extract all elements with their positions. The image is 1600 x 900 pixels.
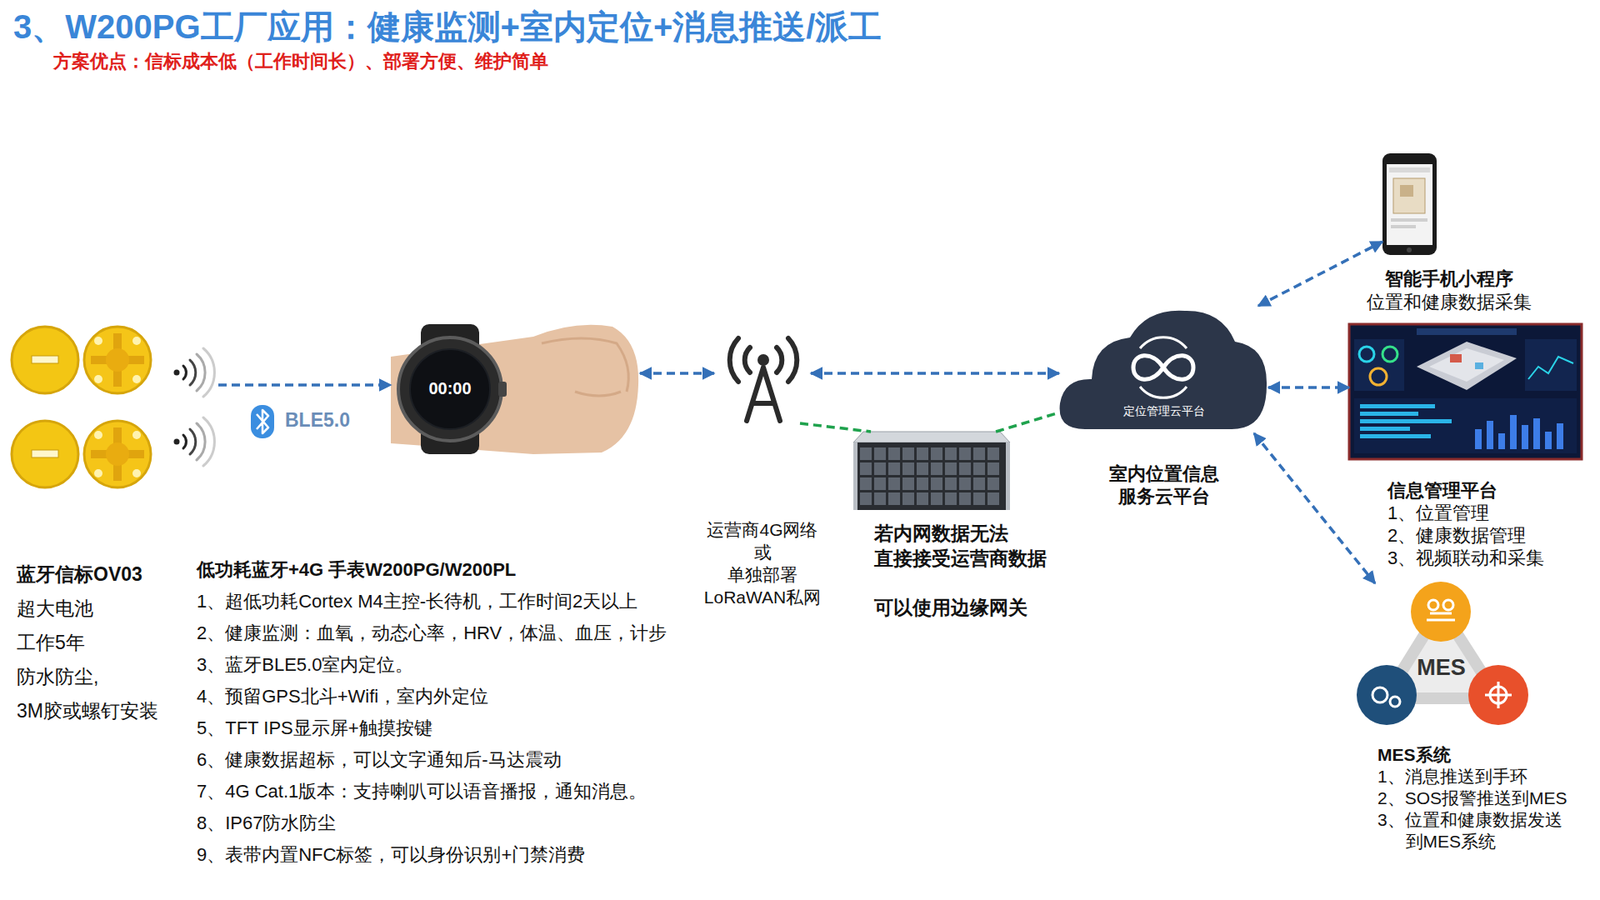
dashed-connector	[1254, 433, 1375, 584]
node-text: 6、健康数据超标，可以文字通知后-马达震动	[196, 744, 697, 776]
network-node: 运营商4G网络或单独部署LoRaWAN私网	[714, 336, 811, 424]
node-heading: 运营商4G网络	[670, 518, 855, 541]
node-text: 1、消息推送到手环	[1377, 765, 1590, 788]
node-text: 室内位置信息 服务云平台	[1101, 462, 1227, 508]
text-group: 室内位置信息 服务云平台	[1059, 462, 1269, 508]
beacon-node: 蓝牙信标OV03超大电池工作5年防水防尘,3M胶或螺钉安装	[12, 320, 219, 494]
node-text: 或	[670, 540, 855, 564]
beacon-figure	[11, 326, 151, 488]
edge-label: BLE5.0	[285, 407, 350, 433]
node-text: 超大电池	[16, 591, 217, 626]
node-heading: 蓝牙信标OV03	[16, 557, 217, 592]
dashed-connector	[810, 371, 1060, 375]
text-group: 信息管理平台1、位置管理2、健康数据管理3、视频联动和采集	[1387, 479, 1581, 570]
node-text: 2、SOS报警推送到MES	[1377, 787, 1590, 810]
node-heading: 定位管理云平台	[1059, 403, 1269, 419]
node-text: 2、健康监测：血氧，动态心率，HRV，体温、血压，计步	[196, 617, 697, 650]
server-figure	[853, 431, 1010, 510]
dashed-connector	[995, 412, 1060, 432]
cloud-node: 定位管理云平台室内位置信息 服务云平台	[1059, 305, 1269, 434]
node-text: MES系统	[1377, 744, 1590, 766]
node-text: 9、表带内置NFC标签，可以身份识别+门禁消费	[196, 839, 697, 871]
dashed-connector	[640, 371, 715, 375]
node-text: 5、TFT IPS显示屏+触摸按键	[196, 712, 697, 745]
bluetooth-icon	[250, 405, 275, 439]
mes-figure	[1356, 581, 1529, 725]
platform-node: 信息管理平台1、位置管理2、健康数据管理3、视频联动和采集	[1349, 324, 1582, 460]
node-heading: MES	[1355, 654, 1528, 681]
node-text: 3M胶或螺钉安装	[16, 694, 217, 729]
node-text: 3、位置和健康数据发送 到MES系统	[1377, 809, 1586, 853]
phone-node: 智能手机小程序位置和健康数据采集	[1382, 153, 1437, 255]
node-text: 7、4G Cat.1版本：支持喇叭可以语音播报，通知消息。	[196, 775, 697, 808]
node-heading: 低功耗蓝牙+4G 手表W200PG/W200PL	[196, 554, 697, 586]
node-text: 单独部署	[670, 563, 855, 586]
node-text: 防水防尘,	[16, 660, 217, 695]
text-group: 运营商4G网络或单独部署LoRaWAN私网	[670, 518, 855, 609]
node-text: 可以使用边缘网关	[874, 595, 1091, 620]
watch-figure	[390, 324, 639, 455]
mes-node: MESMES系统1、消息推送到手环2、SOS报警推送到MES3、位置和健康数据发…	[1355, 583, 1528, 727]
node-heading: 信息管理平台	[1387, 479, 1581, 502]
text-group: 若内网数据无法 直接接受运营商数据可以使用边缘网关	[874, 520, 1091, 620]
text-group: 低功耗蓝牙+4G 手表W200PG/W200PL1、超低功耗Cortex M4主…	[196, 554, 697, 871]
label-holder: 方案优点：信标成本低（工作时间长）、部署方便、维护简单	[53, 50, 549, 74]
node-heading: 若内网数据无法 直接接受运营商数据	[874, 520, 1075, 571]
node-text: 1、位置管理	[1387, 501, 1581, 525]
node-text: 1、超低功耗Cortex M4主控-长待机，工作时间2天以上	[196, 585, 697, 618]
text-group: 智能手机小程序位置和健康数据采集	[1340, 267, 1558, 315]
dashed-connector	[218, 383, 391, 387]
label-holder: 00:00	[408, 377, 492, 400]
advantage-note: 方案优点：信标成本低（工作时间长）、部署方便、维护简单	[53, 50, 549, 74]
dashed-connector	[1268, 385, 1350, 390]
text-group: MES	[1355, 654, 1528, 681]
text-group: MES系统1、消息推送到手环2、SOS报警推送到MES3、位置和健康数据发送 到…	[1377, 744, 1590, 853]
signal-icon	[174, 348, 215, 466]
watch-time: 00:00	[408, 377, 492, 400]
node-text: 2、健康数据管理	[1387, 524, 1581, 547]
phone-figure	[1382, 153, 1437, 255]
node-text: 位置和健康数据采集	[1340, 290, 1558, 315]
title-text: 3、W200PG工厂应用：健康监测+室内定位+消息推送/派工	[13, 6, 882, 47]
antenna-icon	[730, 338, 798, 421]
node-text: 3、视频联动和采集	[1387, 546, 1581, 570]
node-text: LoRaWAN私网	[670, 585, 855, 609]
node-text: 4、预留GPS北斗+Wifi，室内外定位	[196, 680, 697, 713]
dashed-connector	[1258, 241, 1383, 306]
edge-label-holder: BLE5.0	[285, 407, 350, 433]
text-group: 蓝牙信标OV03超大电池工作5年防水防尘,3M胶或螺钉安装	[16, 557, 217, 729]
node-text: 工作5年	[16, 625, 217, 660]
text-group: 定位管理云平台	[1059, 403, 1269, 419]
dashboard-figure	[1349, 324, 1582, 460]
node-text: 8、IP67防水防尘	[196, 807, 697, 840]
watch-node: 低功耗蓝牙+4G 手表W200PG/W200PL1、超低功耗Cortex M4主…	[390, 324, 640, 455]
server-node: 若内网数据无法 直接接受运营商数据可以使用边缘网关	[853, 431, 1010, 510]
node-text: 3、蓝牙BLE5.0室内定位。	[196, 649, 697, 681]
dashed-connector	[800, 423, 871, 432]
node-heading: 智能手机小程序	[1340, 267, 1558, 291]
diagram-title: 3、W200PG工厂应用：健康监测+室内定位+消息推送/派工	[13, 6, 882, 47]
